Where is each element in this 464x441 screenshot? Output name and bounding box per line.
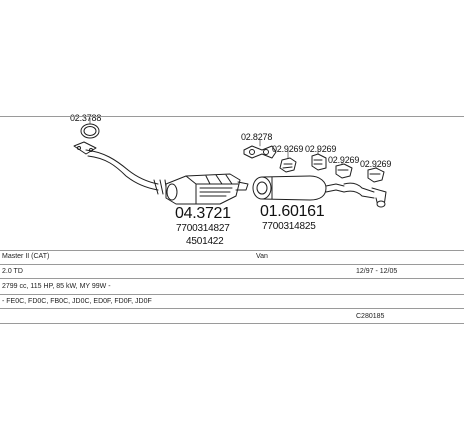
label-clamp-a: 02.9269: [272, 144, 304, 154]
clamp-c-drawing: [335, 163, 353, 179]
front-clamp-ring: [80, 123, 100, 139]
production-years: 12/97 - 12/05: [356, 268, 398, 275]
rule-5: [0, 308, 464, 309]
label-clamp-b: 02.9269: [305, 144, 337, 154]
rear-silencer: [252, 175, 387, 208]
label-rear-oe: 7700314825: [262, 221, 316, 232]
down-pipe: [85, 149, 168, 195]
leader-lines: [89, 117, 377, 169]
label-clamp-front: 02.3788: [70, 113, 102, 123]
engine-spec: 2799 cc, 115 HP, 85 kW, MY 99W -: [2, 283, 111, 290]
clamp-d-drawing: [367, 167, 385, 183]
engine-codes: - FE0C, FD0C, FB0C, JD0C, ED0F, FD0F, JD…: [2, 298, 152, 305]
label-clamp-c: 02.9269: [328, 155, 360, 165]
catalog-code: C280185: [356, 313, 385, 320]
clamp-b-drawing: [311, 153, 327, 171]
front-flange: [73, 141, 97, 155]
vehicle-type: Van: [256, 253, 268, 260]
label-catalyst: 04.3721: [175, 205, 231, 222]
rule-1: [0, 250, 464, 251]
rule-4: [0, 294, 464, 295]
rule-top: [0, 116, 464, 117]
engine: 2.0 TD: [2, 268, 23, 275]
label-catalyst-oe1: 7700314827: [176, 223, 230, 234]
clamp-a-drawing: [279, 157, 297, 173]
rule-3: [0, 278, 464, 279]
exhaust-system-drawing: [73, 117, 387, 208]
gasket: [243, 145, 277, 159]
label-clamp-d: 02.9269: [360, 159, 392, 169]
rule-6: [0, 323, 464, 324]
label-rear-silencer: 01.60161: [260, 203, 325, 220]
rule-2: [0, 264, 464, 265]
model-name: Master II (CAT): [2, 253, 50, 260]
catalytic-converter: [165, 173, 249, 205]
label-catalyst-oe2: 4501422: [186, 236, 224, 247]
label-gasket: 02.8278: [241, 132, 273, 142]
